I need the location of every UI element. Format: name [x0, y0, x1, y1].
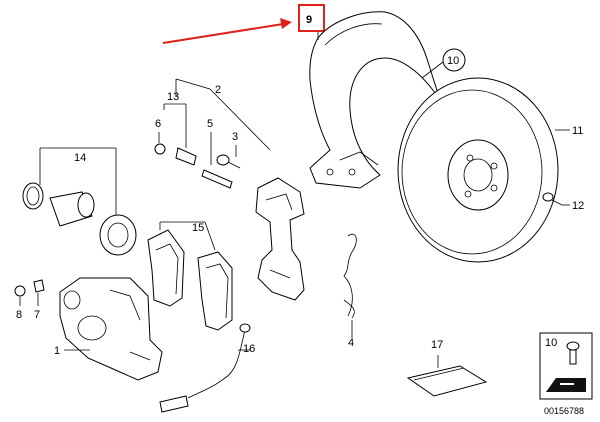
- grease-sachet: [406, 365, 488, 397]
- anti-rattle-spring: [343, 233, 357, 319]
- callout-8: 8: [16, 309, 22, 321]
- callout-17: 17: [431, 339, 443, 351]
- brake-pads: [147, 229, 233, 331]
- bushing: [154, 143, 166, 155]
- callout-12: 12: [572, 200, 584, 212]
- brake-caliper: [59, 277, 163, 381]
- brake-disc: [397, 77, 559, 263]
- disc-screw: [542, 192, 563, 206]
- caliper-carrier: [255, 177, 305, 301]
- callout-11: 11: [572, 125, 583, 137]
- highlight-arrow: [162, 18, 292, 44]
- caliper-bolt: [216, 154, 241, 169]
- callout-14: 14: [74, 152, 86, 164]
- callout-15: 15: [192, 222, 204, 234]
- callout-1: 1: [54, 345, 60, 357]
- piston-kit: [22, 182, 137, 256]
- callout-13: 13: [167, 91, 179, 103]
- bleed-valve: [14, 279, 45, 297]
- callout-10-circle: [442, 48, 466, 72]
- highlight-box: [298, 4, 325, 32]
- guide-pin: [175, 147, 197, 166]
- callout-4: 4: [348, 337, 354, 349]
- guide-pin-long: [201, 169, 233, 189]
- wear-sensor: [159, 323, 251, 413]
- callout-16: 16: [243, 343, 255, 355]
- reference-code: 00156788: [544, 406, 584, 416]
- callout-2: 2: [215, 84, 221, 96]
- callout-6: 6: [155, 118, 161, 130]
- callout-5: 5: [207, 118, 213, 130]
- callout-3: 3: [232, 131, 238, 143]
- callout-9: 9: [306, 14, 312, 26]
- callout-10: 10: [447, 55, 459, 67]
- legend-box: 10: [539, 332, 593, 400]
- legend-box-label: 10: [545, 337, 557, 349]
- callout-7: 7: [34, 309, 40, 321]
- dust-shield: [309, 11, 441, 189]
